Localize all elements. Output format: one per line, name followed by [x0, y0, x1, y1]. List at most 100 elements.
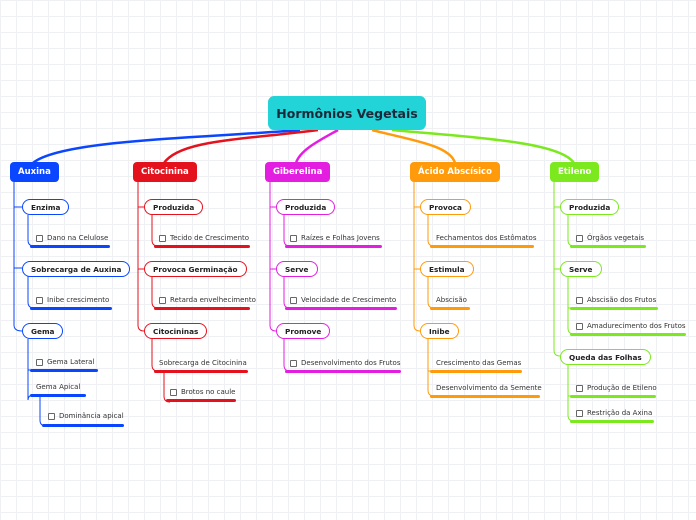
leaf-label: Retarda envelhecimento	[170, 296, 256, 304]
leaf-label: Restrição da Axina	[587, 409, 653, 417]
checkbox-icon[interactable]	[290, 234, 297, 242]
root-topic[interactable]: Hormônios Vegetais	[268, 96, 426, 130]
leaf-label: Órgãos vegetais	[587, 234, 644, 242]
node-giberelina-serve[interactable]: Serve	[276, 261, 318, 277]
leaf-label: Sobrecarga de Citocinina	[159, 359, 247, 367]
node-label: Provoca	[429, 202, 462, 212]
checkbox-icon[interactable]	[576, 234, 583, 242]
leaf-auxina-dano[interactable]: Dano na Celulose	[36, 231, 108, 245]
leaf-label: Brotos no caule	[181, 388, 236, 396]
leaf-underline	[570, 420, 654, 423]
node-label: Produzida	[285, 202, 327, 212]
node-acido-estimula[interactable]: Estimula	[420, 261, 474, 277]
leaf-underline	[285, 370, 401, 373]
branch-etileno[interactable]: Etileno	[550, 162, 600, 182]
checkbox-icon[interactable]	[36, 296, 43, 304]
node-citocinina-provoca[interactable]: Provoca Germinação	[144, 261, 247, 277]
leaf-acido-crescimento[interactable]: Crescimento das Gemas	[436, 356, 521, 370]
leaf-underline	[30, 394, 86, 397]
node-label: Serve	[285, 264, 309, 274]
leaf-auxina-inibe[interactable]: Inibe crescimento	[36, 293, 109, 307]
checkbox-icon[interactable]	[36, 358, 43, 366]
node-giberelina-promove[interactable]: Promove	[276, 323, 331, 339]
leaf-underline	[154, 307, 250, 310]
node-auxina-sobrecarga[interactable]: Sobrecarga de Auxina	[22, 261, 131, 277]
leaf-label: Dominância apical	[59, 412, 124, 420]
node-citocinina-produzida[interactable]: Produzida	[144, 199, 204, 215]
leaf-citocinina-retarda[interactable]: Retarda envelhecimento	[159, 293, 256, 307]
leaf-label: Abscisão	[436, 296, 467, 304]
leaf-citocinina-sobrecarga[interactable]: Sobrecarga de Citocinina	[159, 356, 247, 370]
leaf-underline	[570, 333, 686, 336]
node-auxina-enzima[interactable]: Enzima	[22, 199, 70, 215]
node-label: Gema	[31, 326, 55, 336]
leaf-acido-abscisao[interactable]: Abscisão	[436, 293, 467, 307]
leaf-acido-semente[interactable]: Desenvolvimento da Semente	[436, 381, 542, 395]
checkbox-icon[interactable]	[170, 388, 177, 396]
leaf-citocinina-tecido[interactable]: Tecido de Crescimento	[159, 231, 249, 245]
leaf-auxina-gema-apical[interactable]: Gema Apical	[36, 380, 80, 394]
checkbox-icon[interactable]	[36, 234, 43, 242]
checkbox-icon[interactable]	[290, 359, 297, 367]
branch-citocinina[interactable]: Citocinina	[133, 162, 197, 182]
checkbox-icon[interactable]	[159, 234, 166, 242]
leaf-underline	[285, 307, 397, 310]
node-etileno-queda[interactable]: Queda das Folhas	[560, 349, 651, 365]
node-acido-inibe[interactable]: Inibe	[420, 323, 459, 339]
leaf-citocinina-brotos[interactable]: Brotos no caule	[170, 385, 235, 399]
leaf-etileno-producao[interactable]: Produção de Etileno	[576, 381, 657, 395]
branch-auxina[interactable]: Auxina	[10, 162, 59, 182]
leaf-underline	[42, 424, 124, 427]
leaf-auxina-dominancia[interactable]: Dominância apical	[48, 409, 124, 423]
checkbox-icon[interactable]	[290, 296, 297, 304]
leaf-underline	[166, 399, 236, 402]
leaf-underline	[285, 245, 382, 248]
leaf-giberelina-raizes[interactable]: Raízes e Folhas Jovens	[290, 231, 380, 245]
checkbox-icon[interactable]	[576, 384, 583, 392]
leaf-label: Produção de Etileno	[587, 384, 657, 392]
checkbox-icon[interactable]	[576, 322, 583, 330]
node-giberelina-produzida[interactable]: Produzida	[276, 199, 336, 215]
node-label: Citocininas	[153, 326, 199, 336]
leaf-label: Gema Lateral	[47, 358, 95, 366]
leaf-underline	[430, 370, 522, 373]
leaf-etileno-restricao[interactable]: Restrição da Axina	[576, 406, 652, 420]
node-etileno-serve[interactable]: Serve	[560, 261, 602, 277]
leaf-etileno-orgaos[interactable]: Órgãos vegetais	[576, 231, 644, 245]
branch-auxina-label: Auxina	[18, 167, 51, 177]
node-label: Sobrecarga de Auxina	[31, 264, 122, 274]
node-etileno-produzida[interactable]: Produzida	[560, 199, 620, 215]
leaf-acido-fechamentos[interactable]: Fechamentos dos Estômatos	[436, 231, 536, 245]
leaf-etileno-abscisao[interactable]: Abscisão dos Frutos	[576, 293, 656, 307]
leaf-label: Gema Apical	[36, 383, 81, 391]
leaf-label: Amadurecimento dos Frutos	[587, 322, 686, 330]
leaf-label: Desenvolvimento da Semente	[436, 384, 542, 392]
leaf-underline	[570, 245, 646, 248]
node-label: Enzima	[31, 202, 61, 212]
leaf-underline	[30, 245, 110, 248]
leaf-label: Desenvolvimento dos Frutos	[301, 359, 401, 367]
node-label: Provoca Germinação	[153, 264, 238, 274]
checkbox-icon[interactable]	[48, 412, 55, 420]
leaf-giberelina-velocidade[interactable]: Velocidade de Crescimento	[290, 293, 396, 307]
node-citocinina-citocininas[interactable]: Citocininas	[144, 323, 208, 339]
leaf-label: Fechamentos dos Estômatos	[436, 234, 537, 242]
leaf-etileno-amadurecimento[interactable]: Amadurecimento dos Frutos	[576, 319, 686, 333]
node-acido-provoca[interactable]: Provoca	[420, 199, 471, 215]
leaf-auxina-gema-lateral[interactable]: Gema Lateral	[36, 355, 94, 369]
leaf-underline	[30, 307, 112, 310]
leaf-label: Inibe crescimento	[47, 296, 110, 304]
checkbox-icon[interactable]	[159, 296, 166, 304]
leaf-giberelina-desenvolvimento[interactable]: Desenvolvimento dos Frutos	[290, 356, 400, 370]
branch-acido-abscisico[interactable]: Ácido Abscísico	[410, 162, 500, 182]
checkbox-icon[interactable]	[576, 296, 583, 304]
node-auxina-gema[interactable]: Gema	[22, 323, 64, 339]
node-label: Promove	[285, 326, 322, 336]
leaf-underline	[154, 370, 248, 373]
branch-giberelina-label: Giberelina	[273, 167, 323, 177]
leaf-label: Abscisão dos Frutos	[587, 296, 657, 304]
node-label: Produzida	[153, 202, 195, 212]
checkbox-icon[interactable]	[576, 409, 583, 417]
branch-giberelina[interactable]: Giberelina	[265, 162, 331, 182]
